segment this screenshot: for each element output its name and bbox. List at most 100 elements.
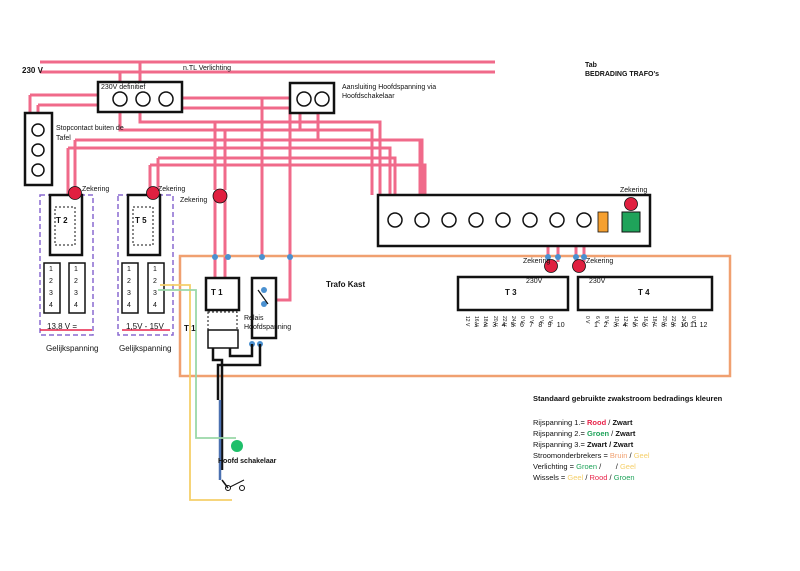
t4-terminal-number: 2 [603,322,608,329]
legend-color-name: / [606,418,613,427]
hoofdschakelaar-switch [221,479,245,491]
legend-color-name: / [627,451,634,460]
legend-row-prefix: Wissels = [533,473,568,482]
legend-color-name: Groen [587,429,610,438]
strip-sockets [387,212,592,228]
t4-terminal-number: 8 [661,322,666,329]
label-trafo-kast: Trafo Kast [326,280,366,289]
transformer-t3 [456,259,570,312]
t3-terminal-number: 6 [520,322,524,329]
t4-terminal-number: 5 [632,322,637,329]
t3-terminal-number: 8 [538,322,543,329]
t2-terminal: 2 [49,278,53,285]
label-zekering-t4: Zekering [586,258,614,265]
t5-terminal: 3 [127,290,131,297]
label-zekering-strip: Zekering [620,187,648,194]
black-wires [211,344,262,470]
label-zekering-t5: Zekering [158,186,186,193]
lamp-indicator [231,440,243,452]
strip-socket [468,212,484,228]
t2-terminal: 4 [74,302,78,309]
aansluiting-box [288,81,336,115]
definitief-box [96,80,184,114]
label-t3: T 3 [505,288,517,297]
t4-terminal-voltage: 10 V [612,316,619,327]
green-wire [158,289,236,439]
label-t1-side: T 1 [184,324,196,333]
legend-color-name: / [597,462,604,471]
legend-color-name: Zwart [615,429,636,438]
legend-row: Rijspanning 2.= Groen / Zwart [533,429,635,438]
t3-terminal-voltage: 22 V [500,316,507,327]
legend-row: Verlichting = Groen / / Geel [533,462,636,471]
t4-terminal-voltage: 16 V [641,316,648,327]
legend-row: Stroomonderbrekers = Bruin / Geel [533,451,650,460]
label-aansluiting-2: Hoofdschakelaar [342,93,395,100]
legend-color-name: Bruin [609,451,628,460]
legend-color-name: / [613,462,620,471]
label-stopcontact-2: Tafel [56,135,71,142]
label-relais-2: Hoofdspanning [244,324,292,331]
label-t1: T 1 [211,288,223,297]
t3-terminal-voltage: 18 V [482,316,489,327]
mains-wires [28,60,586,302]
fuse-main [212,188,228,204]
t4-terminal-number: 4 [622,322,627,329]
t5-terminal: 3 [153,290,157,297]
t2-terminal: 3 [49,290,53,297]
legend-color-name: / [583,473,590,482]
t5-terminal: 1 [127,266,131,273]
label-230v: 230 V [22,66,43,75]
strip-socket [387,212,403,228]
t4-terminal-number: 9 [670,322,675,329]
t3-terminal-number: 1 [474,322,478,329]
t2-terminal: 1 [49,266,53,273]
t3-terminal-voltage: 12 V [464,316,470,327]
t2-terminal: 4 [49,302,53,309]
t5-terminal: 2 [153,278,157,285]
t4-terminal-voltage: 6 V [593,316,600,324]
t3-terminal-voltage: 16 V [473,316,480,327]
legend-color-name: Groen [613,473,635,482]
strip-socket [576,212,592,228]
label-t3-230v: 230V [526,278,543,285]
label-zekering-main: Zekering [180,197,208,204]
label-relais-1: Relais [244,315,264,322]
label-230v-definitief: 230V definitief [101,84,146,91]
t4-terminal-voltage: 22 V [670,316,677,327]
t3-terminal-number: 9 [547,322,552,329]
legend-row-prefix: Rijspanning 1.= [533,418,587,427]
label-ntl-verlichting: n.TL Verlichting [183,65,231,72]
t4-terminal-number: 10 [680,322,689,329]
t4-terminal-voltage: 12 V [622,316,629,327]
legend-color-name: / [609,429,616,438]
label-stopcontact-1: Stopcontact buiten de [56,125,124,132]
legend-color-name: Geel [633,451,650,460]
t4-terminal-number: 1 [594,322,598,329]
t4-terminal-voltage: 0 V [584,316,590,324]
legend-row: Rijspanning 1.= Rood / Zwart [533,418,632,427]
t2-terminal: 2 [74,278,78,285]
t2-terminal: 1 [74,266,78,273]
transformer-t2 [39,186,94,336]
yellow-wire [160,284,232,501]
legend-color-name [603,462,613,471]
t4-terminal-voltage: 20 V [660,316,667,327]
legend-row-prefix: Stroomonderbrekers = [533,451,610,460]
t4-terminal-voltage: 18 V [651,316,658,327]
legend-row-prefix: Verlichting = [533,462,577,471]
stopcontact-socket [23,111,54,187]
strip-socket [522,212,538,228]
legend-color-name: / [607,473,614,482]
t4-terminal-voltage: 8 V [603,316,610,324]
label-zekering-t2: Zekering [82,186,110,193]
transformer-t5 [117,186,174,336]
t4-terminal-voltage: 0 V [689,316,696,324]
strip-socket [549,212,565,228]
t5-terminal: 2 [127,278,131,285]
label-t4: T 4 [638,288,650,297]
t4-terminal-number: 6 [642,322,646,329]
legend-row-prefix: Rijspanning 2.= [533,429,587,438]
t4-terminal-voltage: 14 V [632,316,638,327]
